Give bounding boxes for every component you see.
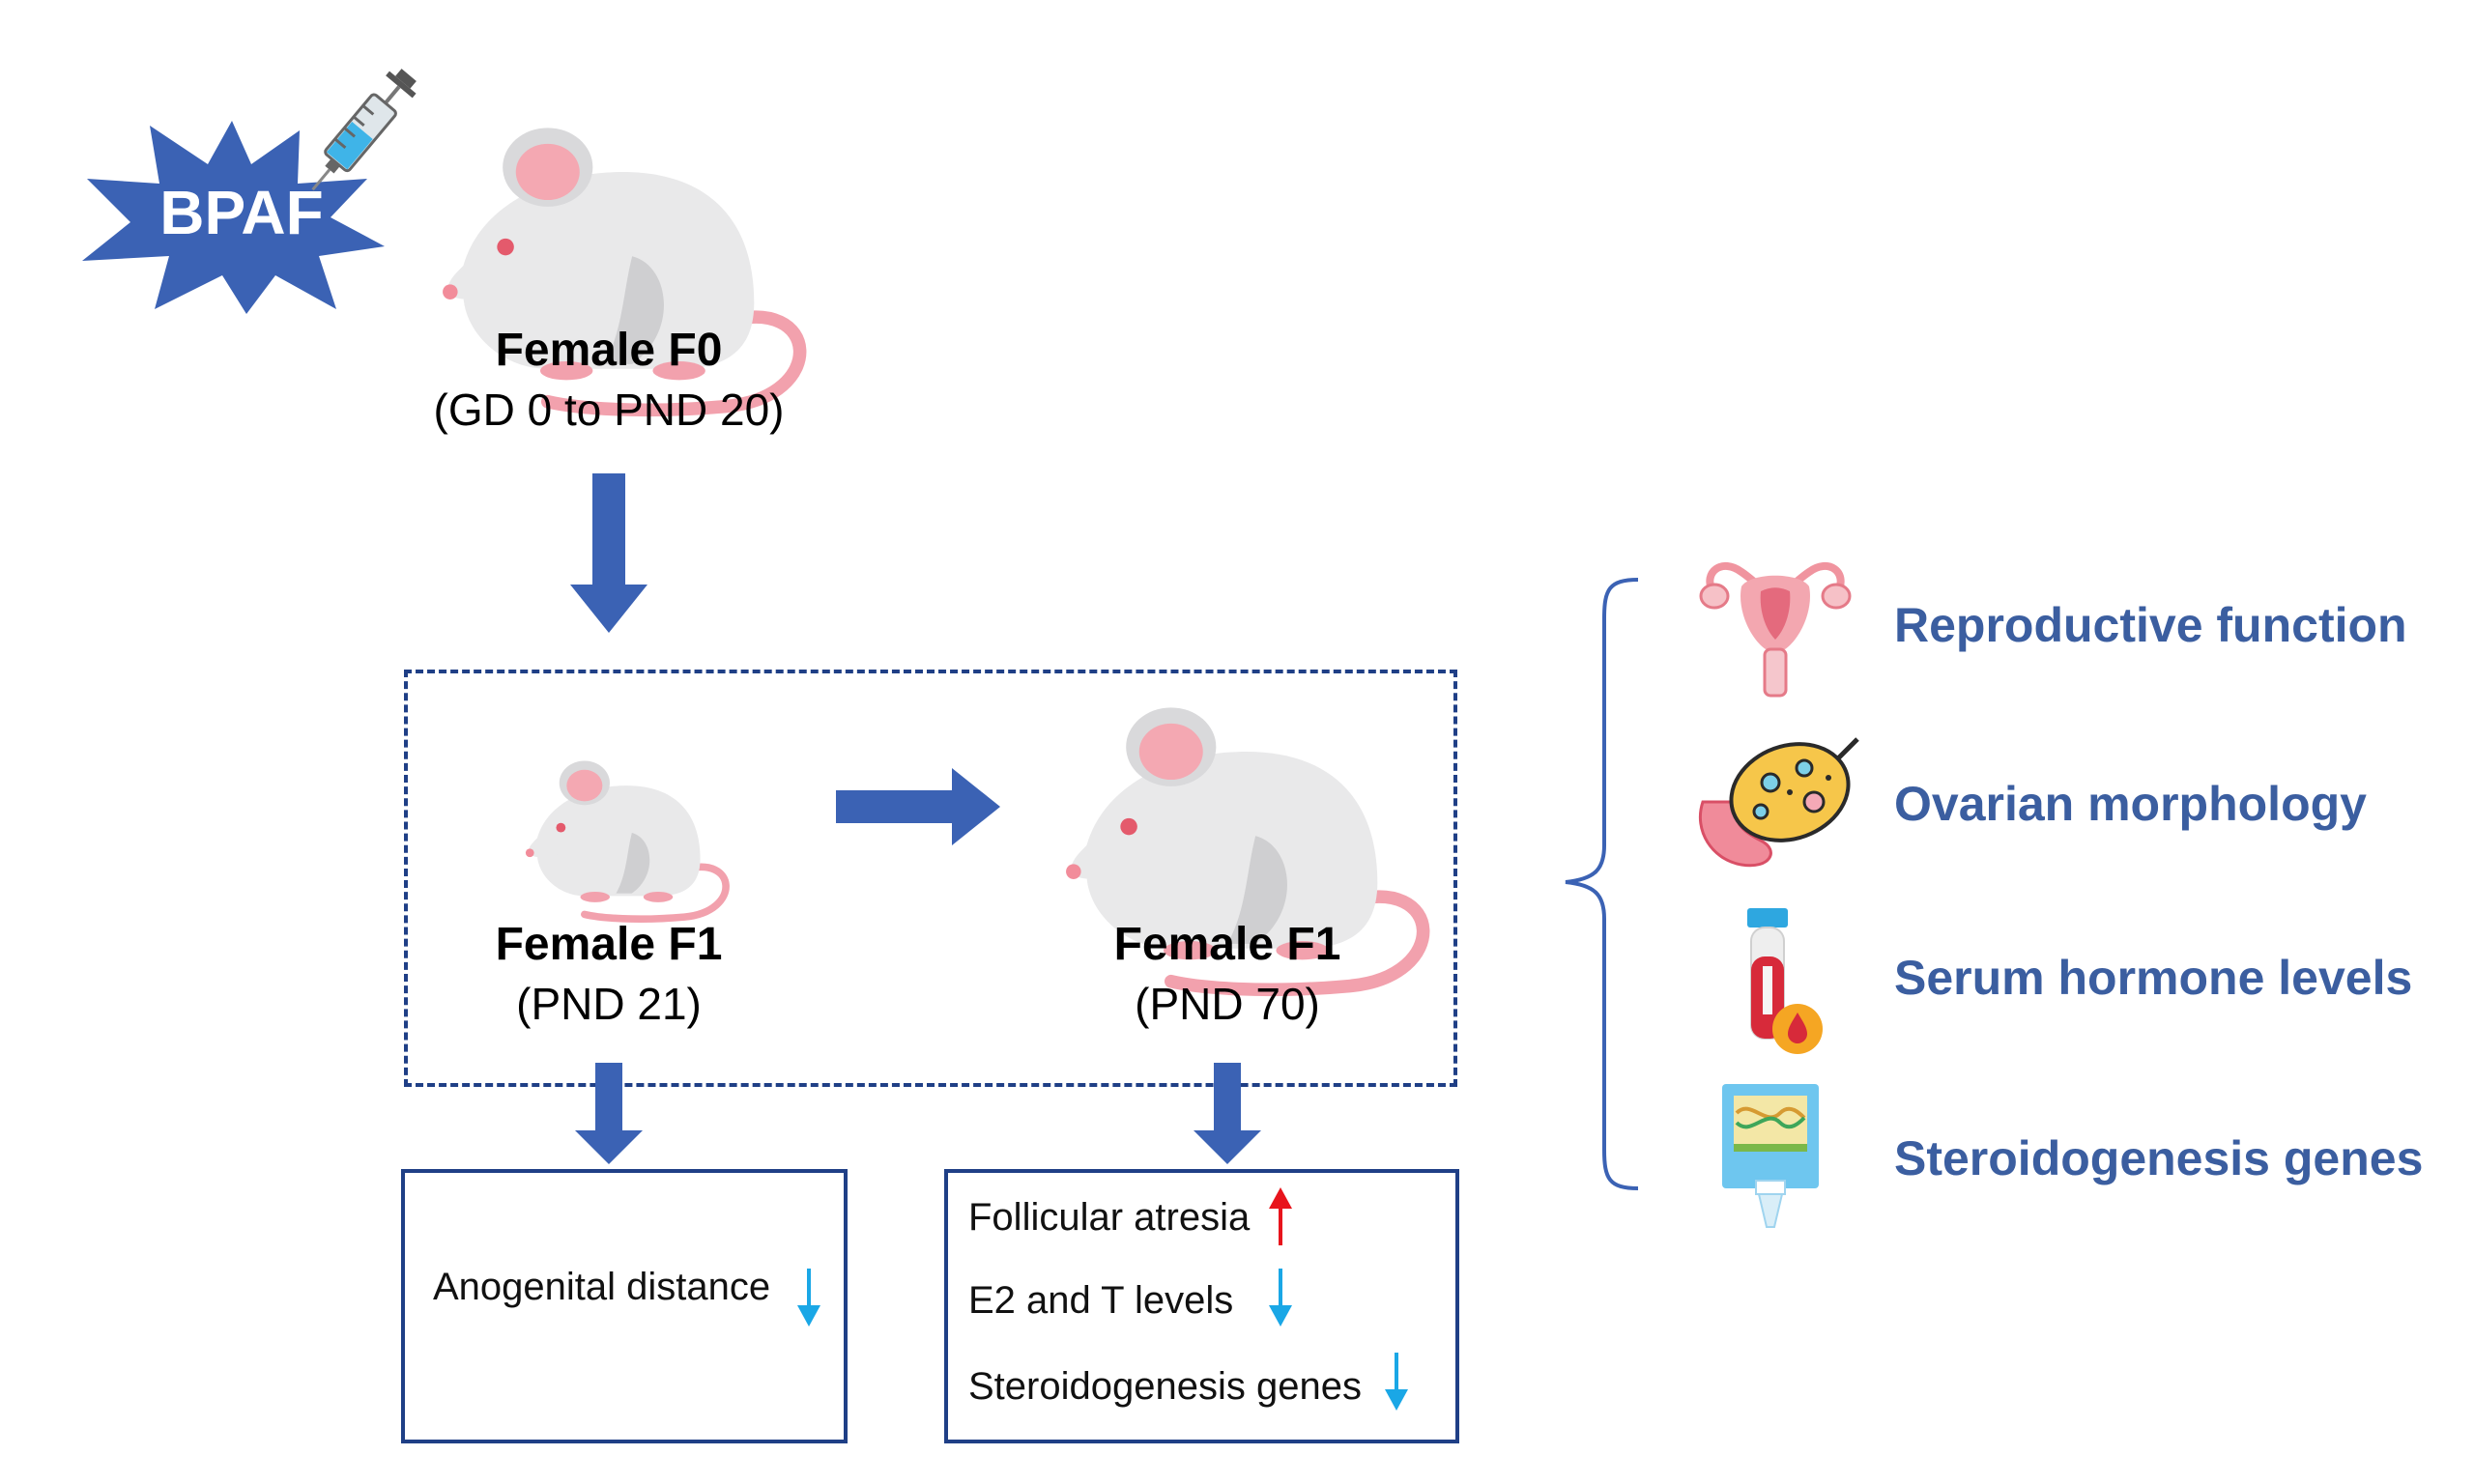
- arrow-down-icon: [1382, 1353, 1411, 1413]
- outcome-box-pnd70: [944, 1169, 1459, 1443]
- arrow-down-icon: [1266, 1269, 1295, 1328]
- outcome-box-pnd21: [401, 1169, 848, 1443]
- flow-arrow-down-late: [1194, 1063, 1261, 1169]
- outcome-late-2-text: Steroidogenesis genes: [968, 1365, 1362, 1408]
- growth-arrow-right: [836, 763, 1000, 850]
- f1-early-period: (PND 21): [516, 979, 702, 1029]
- uterus-icon: [1693, 553, 1857, 698]
- f1-late-period: (PND 70): [1135, 979, 1320, 1029]
- starburst-shape: [82, 121, 385, 314]
- f0-title: Female F0: [495, 325, 723, 376]
- flow-arrow-down: [570, 473, 647, 638]
- f1-late-title: Female F1: [1113, 919, 1341, 970]
- f0-period: (GD 0 to PND 20): [433, 385, 785, 435]
- syringe-icon: [285, 53, 440, 208]
- exposure-label: BPAF: [159, 178, 324, 247]
- outcome-late-0-text: Follicular atresia: [968, 1196, 1251, 1239]
- endpoint-0-label: Reproductive function: [1894, 598, 2407, 652]
- blood-tube-icon: [1740, 908, 1836, 1058]
- mouse-f1-pnd21-icon: [527, 749, 705, 928]
- flow-arrow-down-early: [575, 1063, 643, 1169]
- arrow-down-icon: [794, 1269, 823, 1328]
- endpoint-1-label: Ovarian morphology: [1894, 777, 2367, 831]
- endpoint-2-label: Serum hormone levels: [1894, 951, 2413, 1005]
- f1-early-title: Female F1: [495, 919, 723, 970]
- outcome-early-0-text: Anogenital distance: [433, 1266, 771, 1308]
- grouping-brace: [1556, 575, 1643, 1193]
- ovary-icon: [1693, 734, 1862, 874]
- dna-test-icon: [1722, 1084, 1819, 1229]
- outcome-late-1-text: E2 and T levels: [968, 1279, 1234, 1322]
- f1-group-box: [404, 670, 1457, 1087]
- endpoint-3-label: Steroidogenesis genes: [1894, 1131, 2424, 1185]
- exposure-badge: BPAF: [77, 111, 387, 314]
- arrow-up-icon: [1266, 1185, 1295, 1245]
